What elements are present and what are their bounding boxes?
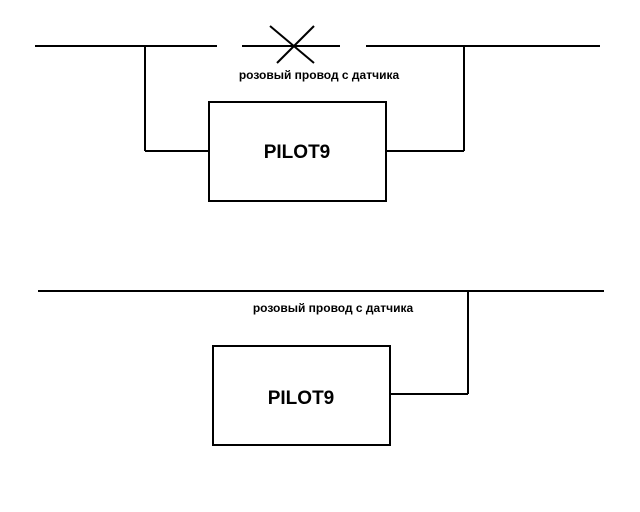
bottom-wire-label: розовый провод с датчика <box>253 301 414 315</box>
bottom-pilot9-label: PILOT9 <box>268 388 335 409</box>
top-pilot9-label: PILOT9 <box>264 142 331 163</box>
top-pilot9-box <box>208 101 387 202</box>
x-cross-icon <box>269 25 315 64</box>
top-wire-label: розовый провод с датчика <box>239 68 400 82</box>
bottom-pilot9-box <box>212 345 391 446</box>
top-diagram: PILOT9 розовый провод с датчика <box>35 25 600 202</box>
bottom-diagram: PILOT9 розовый провод с датчика <box>38 290 604 446</box>
